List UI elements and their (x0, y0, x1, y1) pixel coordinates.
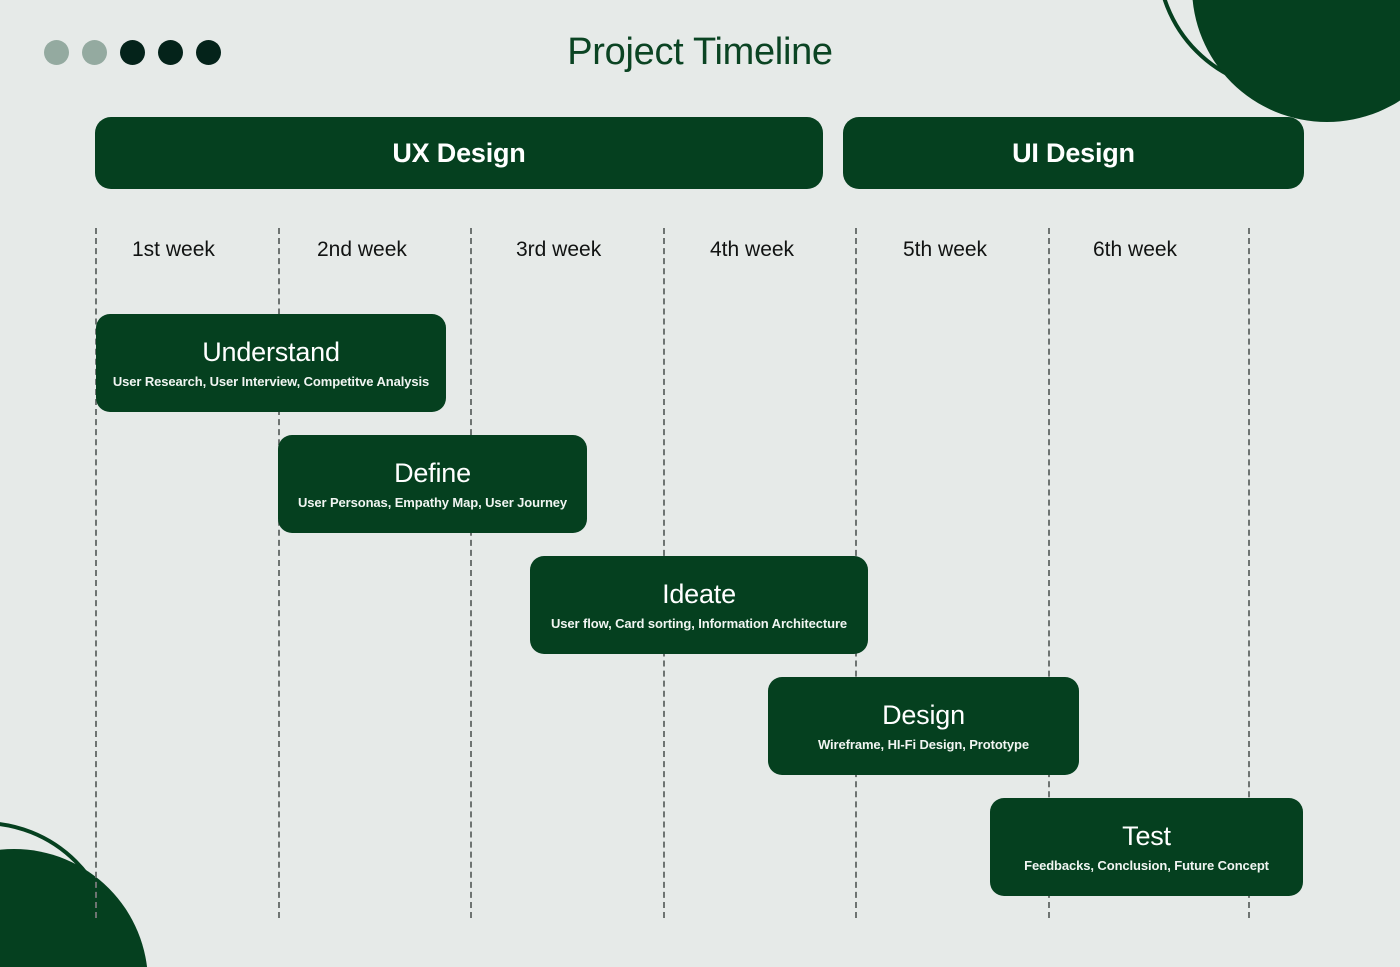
week-label-2: 2nd week (317, 238, 407, 261)
task-subtitle-test: Feedbacks, Conclusion, Future Concept (1024, 858, 1269, 874)
task-subtitle-understand: User Research, User Interview, Competitv… (112, 374, 430, 390)
dot-2-icon (82, 40, 107, 65)
task-title-design: Design (882, 699, 965, 730)
dot-4-icon (158, 40, 183, 65)
week-label-4: 4th week (710, 238, 795, 261)
week-label-6: 6th week (1093, 238, 1178, 261)
task-subtitle-define: User Personas, Empathy Map, User Journey (297, 495, 568, 511)
dot-1-icon (44, 40, 69, 65)
decorative-dots (44, 40, 221, 65)
decorative-circle-bottom-left (0, 849, 148, 967)
dot-3-icon (120, 40, 145, 65)
week-label-5: 5th week (903, 238, 988, 261)
task-title-test: Test (1122, 820, 1171, 851)
gridline-1 (278, 228, 280, 918)
gridline-2 (470, 228, 472, 918)
gridline-0 (95, 228, 97, 918)
task-subtitle-ideate: User flow, Card sorting, Information Arc… (550, 616, 848, 632)
week-label-1: 1st week (132, 238, 215, 261)
task-title-ideate: Ideate (662, 578, 736, 609)
task-title-define: Define (394, 457, 471, 488)
page-title: Project Timeline (567, 31, 833, 73)
dot-5-icon (196, 40, 221, 65)
task-title-understand: Understand (202, 336, 340, 367)
gridline-6 (1248, 228, 1250, 918)
gridline-5 (1048, 228, 1050, 918)
phase-header-ux-design[interactable]: UX Design (95, 117, 823, 189)
task-subtitle-design: Wireframe, HI-Fi Design, Prototype (817, 737, 1030, 753)
phase-header-ui-design[interactable]: UI Design (843, 117, 1304, 189)
week-label-3: 3rd week (516, 238, 602, 261)
